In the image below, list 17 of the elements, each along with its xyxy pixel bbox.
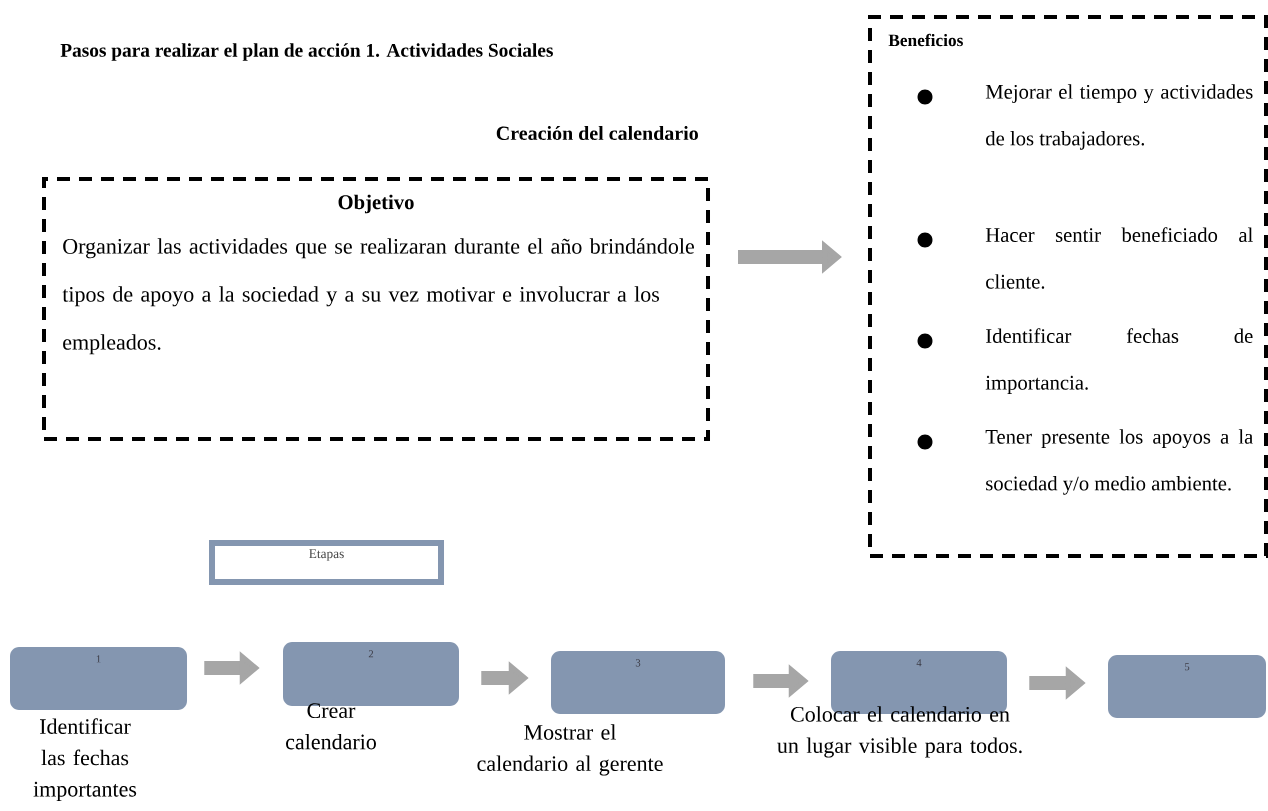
subtitle: Creación del calendario: [496, 125, 698, 141]
paragraph: Organizar las actividades que se realizaran durante el año brindándole tipos de apoyo a la sociedad y a su vez motivar e involucrar a los empleados.: [62, 238, 694, 355]
step-caption: Colocar el calendario en un lugar visible para todos.: [777, 706, 1022, 758]
title: Pasos para realizar el plan de acción 1. Actividades Sociales: [60, 43, 553, 61]
heading: Beneficios: [888, 33, 963, 47]
step-box: 5: [1108, 655, 1266, 718]
step-box: 3: [551, 651, 725, 714]
list-item: Mejorar el tiempo y actividades de los trabajadores.: [985, 84, 1253, 150]
step-caption: Crear calendario: [286, 703, 376, 750]
heading: Objetivo: [338, 194, 414, 214]
step-caption: Identificar las fechas importantes: [33, 718, 137, 802]
title-box: Etapas: [209, 540, 444, 585]
step-box: 1: [10, 647, 187, 710]
list-item: Tener presente los apoyos a la sociedad y/o medio ambiente.: [985, 429, 1253, 495]
step-caption: Mostrar el calendario al gerente: [477, 724, 663, 776]
list-item: Identificar fechas de importancia.: [985, 328, 1253, 394]
list-item: Hacer sentir beneficiado al cliente.: [985, 227, 1253, 289]
